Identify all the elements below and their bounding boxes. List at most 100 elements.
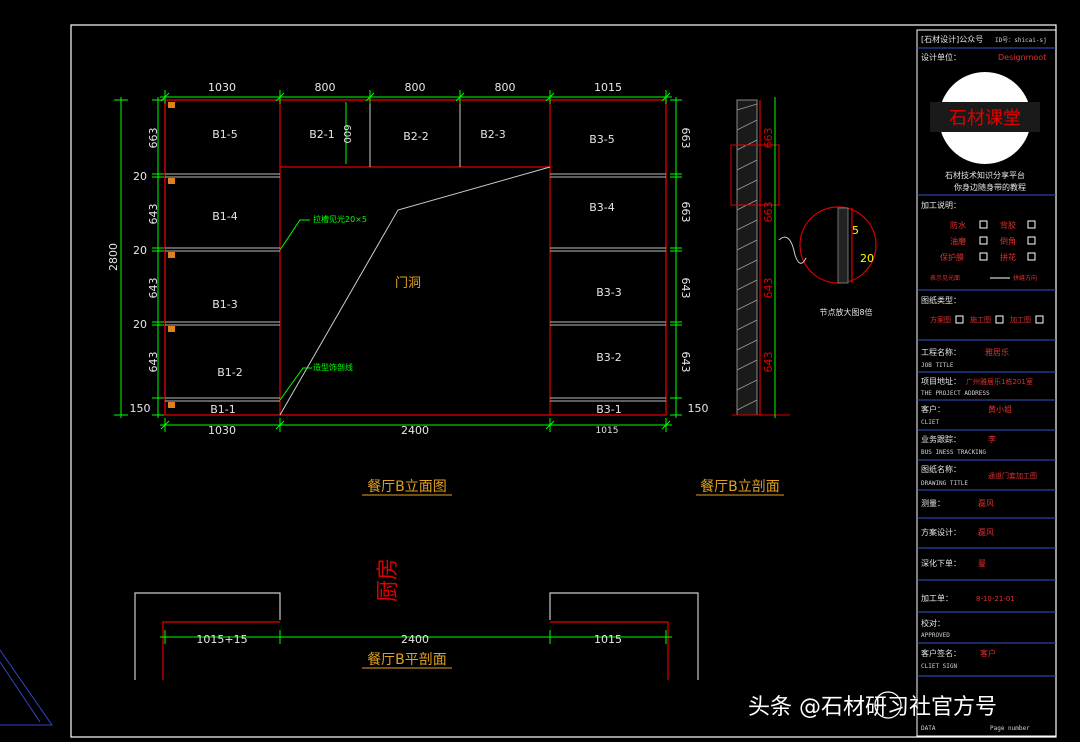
tb-scheme-value: 磊风 [978, 528, 994, 537]
detail-label: 节点放大图8倍 [819, 307, 872, 317]
watermark: 头条 @石材研习社官方号 [748, 691, 997, 720]
elevation-outline [164, 99, 667, 416]
svg-text:防水: 防水 [950, 220, 966, 230]
cell-b1-4: B1-4 [212, 210, 238, 223]
tb-work-label: 加工单： [921, 593, 953, 603]
tb-follow-label: 业务跟踪： [921, 434, 961, 444]
inner-dim-600: 600 [341, 124, 352, 143]
top-dim-3: 800 [405, 81, 426, 94]
svg-text:加工图: 加工图 [1010, 315, 1031, 324]
svg-text:方案图: 方案图 [930, 315, 951, 324]
tb-work-value: 8-10-21-01 [976, 595, 1015, 603]
cell-b2-3: B2-3 [480, 128, 506, 141]
cell-b1-2: B1-2 [217, 366, 243, 379]
cell-b1-1: B1-1 [210, 403, 236, 416]
svg-text:油磨: 油磨 [950, 236, 966, 246]
tb-slogan-2: 你身边随身带的教程 [954, 182, 1026, 192]
cell-b3-4: B3-4 [589, 201, 615, 214]
left-dim-5: 643 [147, 278, 160, 299]
top-dim-5: 1015 [594, 81, 622, 94]
svg-text:APPROVED: APPROVED [921, 632, 950, 639]
svg-text:Page number: Page number [990, 725, 1030, 732]
tb-process-label: 加工说明： [921, 200, 961, 210]
svg-text:CLIET: CLIET [921, 419, 939, 426]
offpage-triangle-inner [0, 661, 41, 723]
section-title: 餐厅B立剖面 [700, 479, 780, 495]
right-dim-1: 663 [679, 128, 692, 149]
cell-b3-2: B3-2 [596, 351, 622, 364]
plan-dim-1: 1015+15 [196, 633, 247, 646]
elevation-title: 餐厅B立面图 [367, 479, 447, 495]
note-groove: 拉槽见光20×5 [313, 214, 367, 224]
tb-sign-value: 客户 [980, 648, 996, 658]
bottom-dim-2: 2400 [401, 424, 429, 437]
tb-scheme-label: 方案设计： [921, 527, 961, 537]
tb-legend-a: 表示见光面 [930, 274, 960, 282]
bottom-dim-1: 1030 [208, 424, 236, 437]
tb-design-unit-value: Designmoot [998, 53, 1046, 62]
tb-deepen-value: 曼 [978, 559, 986, 568]
tb-design-unit-label: 设计单位： [921, 52, 961, 62]
cell-b3-5: B3-5 [589, 133, 615, 146]
note-line: 造型饰剖线 [313, 362, 353, 372]
title-block: [石材设计]公众号 ID号：shicai-sj 设计单位： Designmoot… [916, 29, 1057, 737]
left-dim-2: 20 [133, 170, 147, 183]
tb-slogan-1: 石材技术知识分享平台 [945, 170, 1025, 180]
section-dim-2: 663 [762, 202, 775, 223]
left-dim-7: 643 [147, 352, 160, 373]
svg-text:保护膜: 保护膜 [940, 252, 964, 262]
tb-header: [石材设计]公众号 [921, 34, 983, 44]
offpage-triangle [0, 649, 53, 726]
tb-measure-value: 磊风 [978, 499, 994, 508]
svg-text:DRAWING TITLE: DRAWING TITLE [921, 480, 968, 487]
tb-header-id: ID号：shicai-sj [995, 37, 1047, 44]
tb-measure-label: 测量： [921, 499, 945, 508]
top-dim-4: 800 [495, 81, 516, 94]
watermark-text: 头条 @石材研习社官方号 [748, 695, 997, 720]
tb-deepen-label: 深化下单： [921, 558, 961, 568]
tb-process-grid: 防水 背胶 油磨 倒角 保护膜 拼花 [940, 220, 1036, 262]
top-dim-2: 800 [315, 81, 336, 94]
tb-address-label: 项目地址： [921, 376, 961, 386]
tb-type-label: 图纸类型： [921, 295, 961, 305]
detail-dim-20: 20 [860, 252, 874, 265]
kitchen-label: 厨房 [376, 558, 401, 602]
tb-client-value: 黄小姐 [988, 404, 1012, 414]
plan-dim-3: 1015 [594, 633, 622, 646]
svg-text:BUS INESS TRACKING: BUS INESS TRACKING [921, 449, 986, 456]
svg-text:DATA: DATA [921, 725, 936, 732]
tb-legend-b: 拼缝方向 [1013, 274, 1037, 282]
right-dim-2: 663 [679, 202, 692, 223]
logo-band [930, 102, 1040, 132]
left-dim-3: 643 [147, 204, 160, 225]
svg-text:THE PROJECT ADDRESS: THE PROJECT ADDRESS [921, 390, 990, 397]
left-dim-4: 20 [133, 244, 147, 257]
plan-dim-2: 2400 [401, 633, 429, 646]
left-dim-6: 20 [133, 318, 147, 331]
bottom-dim-3: 1015 [596, 426, 619, 436]
door-label: 门洞 [395, 276, 421, 291]
svg-text:施工图: 施工图 [970, 315, 991, 324]
svg-text:CLIET SIGN: CLIET SIGN [921, 663, 958, 670]
tb-check-label: 校对： [921, 618, 945, 628]
elevation-view: B1-5 B1-4 B1-3 B1-2 B1-1 B2-1 B2-2 B2-3 … [107, 81, 709, 496]
left-total-dim: 2800 [107, 243, 120, 271]
cell-b2-1: B2-1 [309, 128, 335, 141]
section-view: 663 663 643 643 5 20 节点放大图8倍 餐厅B立剖面 [696, 97, 877, 496]
tb-drawing-label: 图纸名称： [921, 464, 961, 474]
cell-b3-1: B3-1 [596, 403, 622, 416]
section-dim-3: 643 [762, 278, 775, 299]
tb-project-label: 工程名称： [921, 347, 961, 357]
section-dim-4: 643 [762, 352, 775, 373]
tb-client-label: 客户： [921, 404, 945, 414]
cell-b1-5: B1-5 [212, 128, 238, 141]
svg-text:JOB TITLE: JOB TITLE [921, 362, 954, 369]
plan-title: 餐厅B平剖面 [367, 652, 447, 668]
right-dim-4: 643 [679, 352, 692, 373]
tb-project-value: 雅居乐 [985, 347, 1009, 357]
section-dim-1: 663 [762, 128, 775, 149]
top-dim-1: 1030 [208, 81, 236, 94]
logo-text: 石材课堂 [949, 108, 1021, 129]
svg-text:倒角: 倒角 [1000, 236, 1016, 246]
